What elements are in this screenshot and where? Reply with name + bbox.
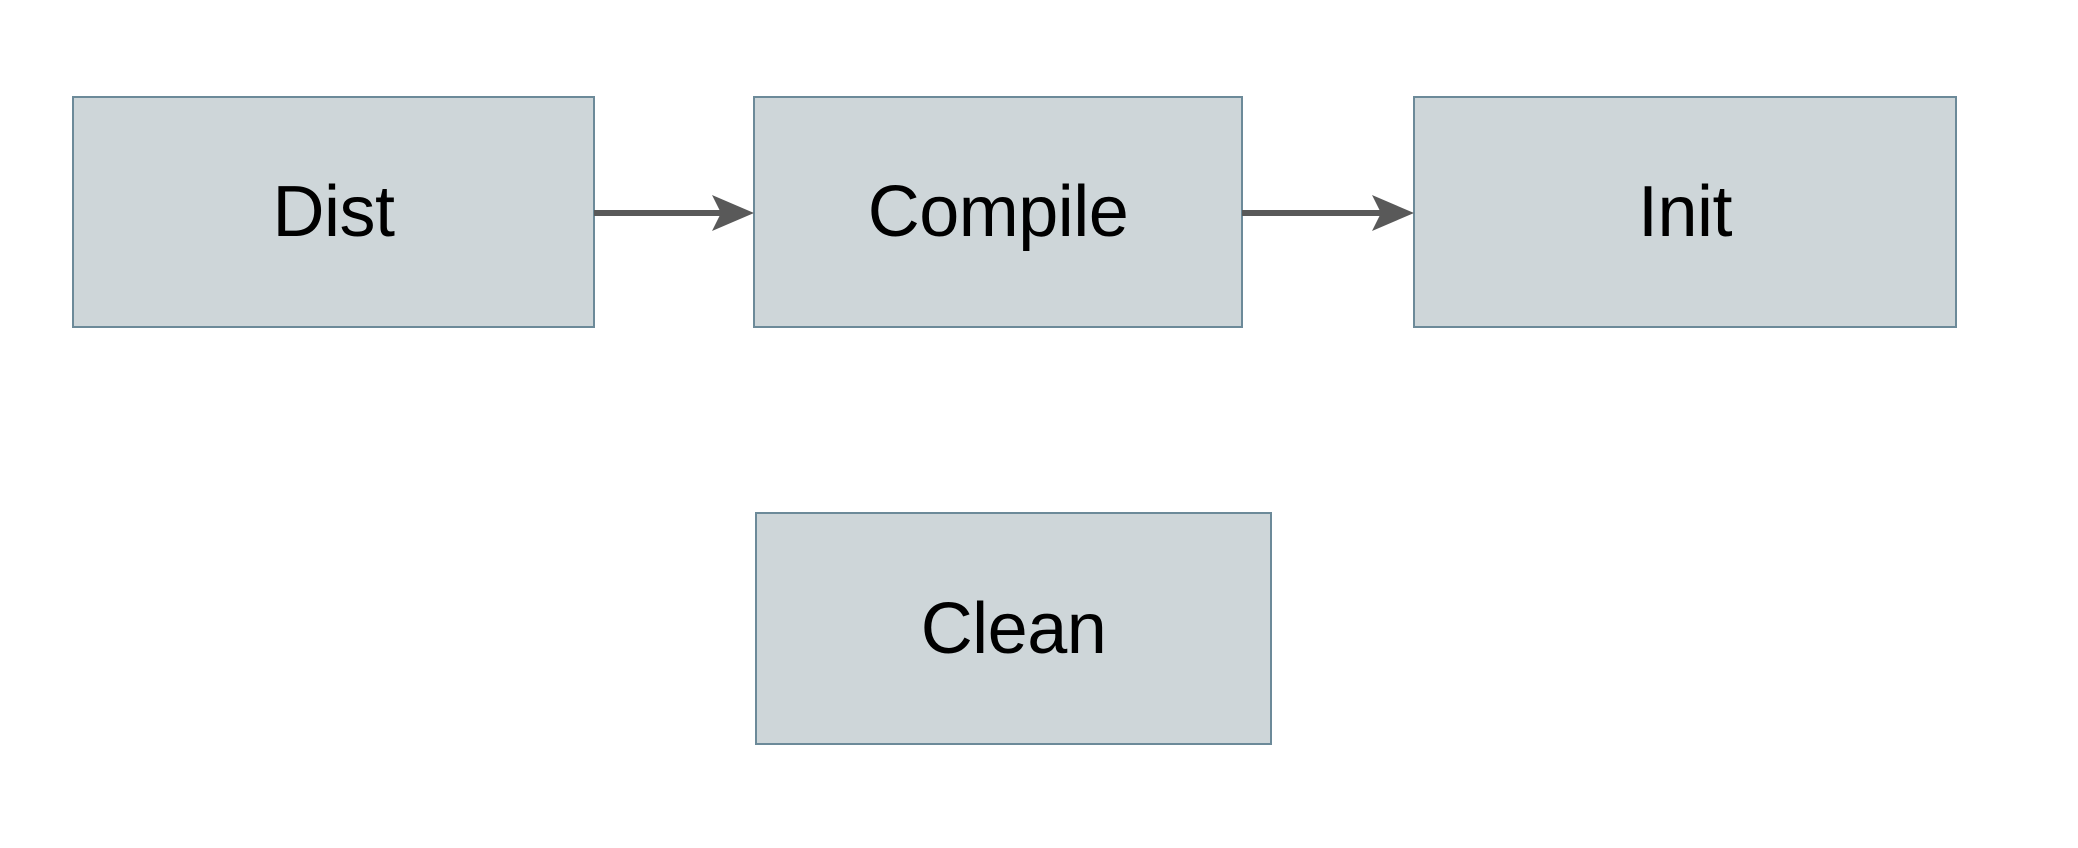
node-init[interactable]: Init bbox=[1413, 96, 1957, 328]
node-clean[interactable]: Clean bbox=[755, 512, 1272, 745]
node-compile-label: Compile bbox=[867, 172, 1129, 252]
edge-dist-to-compile[interactable] bbox=[594, 183, 756, 243]
node-compile[interactable]: Compile bbox=[753, 96, 1243, 328]
node-dist[interactable]: Dist bbox=[72, 96, 595, 328]
node-dist-label: Dist bbox=[272, 172, 396, 252]
node-clean-label: Clean bbox=[920, 588, 1107, 669]
edge-compile-to-init[interactable] bbox=[1242, 183, 1416, 243]
node-init-label: Init bbox=[1637, 172, 1733, 252]
